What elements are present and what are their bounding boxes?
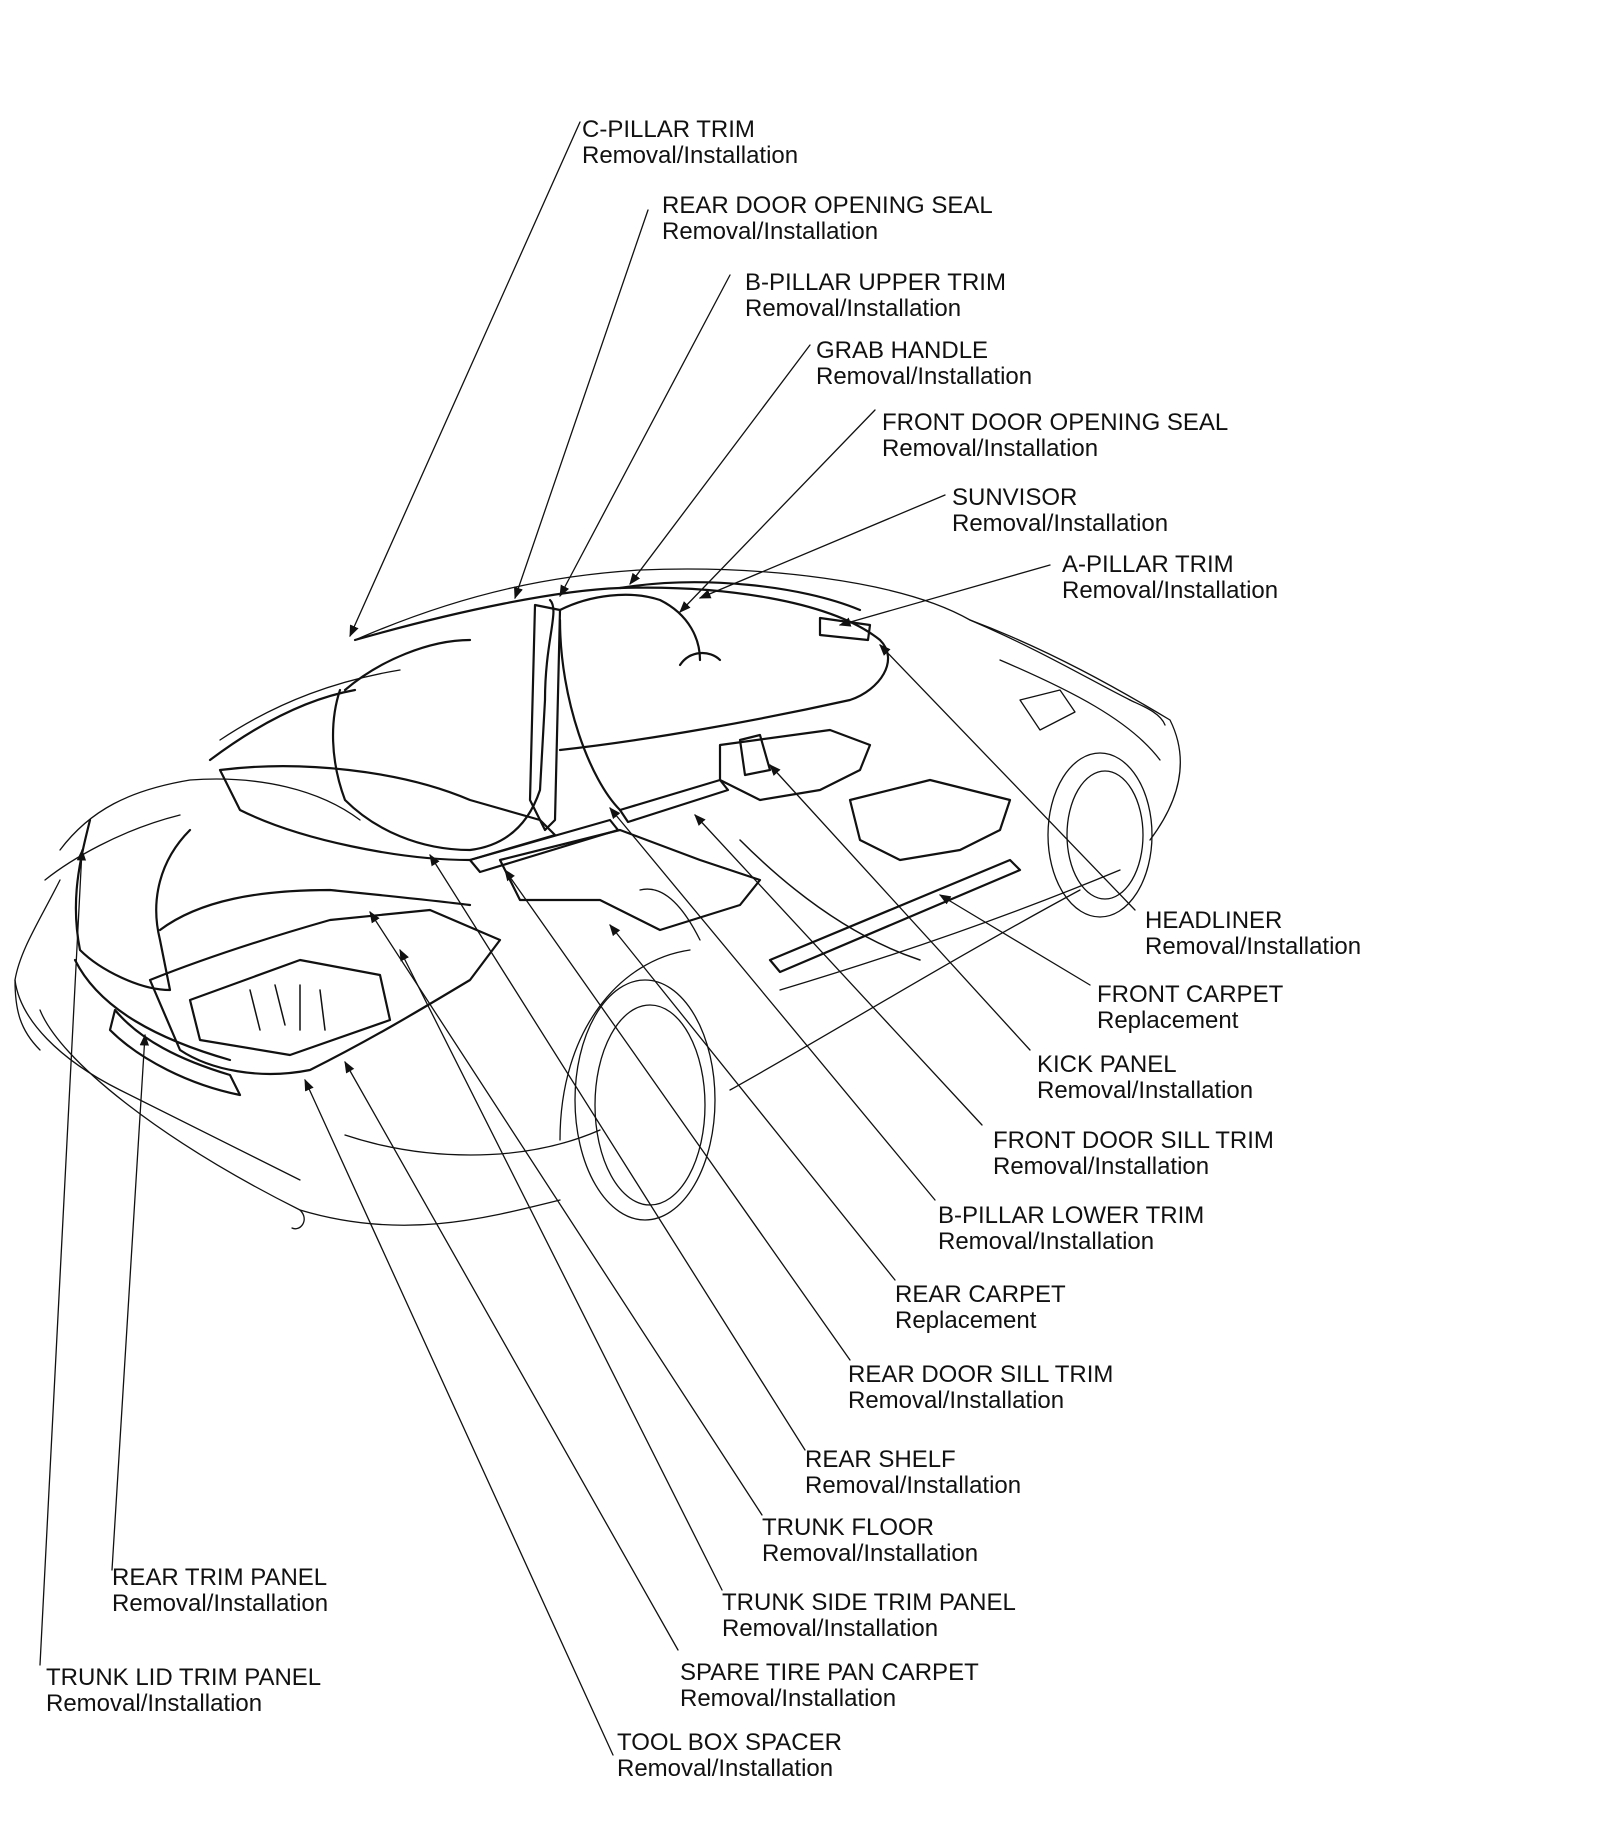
leader-front-door-opening-seal xyxy=(679,409,876,613)
callout-front-carpet: FRONT CARPET Replacement xyxy=(1097,982,1283,1034)
callout-title: FRONT DOOR OPENING SEAL xyxy=(882,409,1229,436)
leader-spare-tire-pan-carpet xyxy=(344,1060,679,1651)
callout-front-door-sill-trim: FRONT DOOR SILL TRIM Removal/Installatio… xyxy=(993,1128,1274,1180)
leader-kick-panel xyxy=(769,764,1031,1051)
leader-sunvisor xyxy=(698,494,946,599)
callout-title: TOOL BOX SPACER xyxy=(617,1729,842,1756)
callout-title: TRUNK LID TRIM PANEL xyxy=(46,1664,322,1691)
leader-rear-door-sill-trim xyxy=(504,869,851,1361)
callout-title: A-PILLAR TRIM xyxy=(1062,551,1234,578)
car-body xyxy=(14,568,1182,1230)
callout-b-pillar-lower-trim: B-PILLAR LOWER TRIM Removal/Installation xyxy=(938,1203,1204,1255)
callout-action: Removal/Installation xyxy=(1145,933,1362,960)
callout-title: B-PILLAR UPPER TRIM xyxy=(745,269,1006,296)
callout-action: Removal/Installation xyxy=(993,1153,1210,1180)
callout-title: FRONT CARPET xyxy=(1097,981,1284,1008)
callout-action: Replacement xyxy=(895,1307,1037,1334)
callout-kick-panel: KICK PANEL Removal/Installation xyxy=(1037,1052,1253,1104)
callout-action: Removal/Installation xyxy=(805,1472,1022,1499)
callout-rear-shelf: REAR SHELF Removal/Installation xyxy=(805,1447,1021,1499)
trim-parts xyxy=(73,581,1022,1097)
leader-rear-door-opening-seal xyxy=(513,209,649,600)
callout-title: REAR SHELF xyxy=(805,1446,956,1473)
leader-front-door-sill-trim xyxy=(694,814,983,1126)
callout-rear-door-sill-trim: REAR DOOR SILL TRIM Removal/Installation xyxy=(848,1362,1113,1414)
callout-title: REAR TRIM PANEL xyxy=(112,1564,328,1591)
callout-title: REAR DOOR OPENING SEAL xyxy=(662,192,993,219)
callout-action: Removal/Installation xyxy=(848,1387,1065,1414)
callout-action: Removal/Installation xyxy=(662,218,879,245)
leader-rear-trim-panel xyxy=(111,1033,150,1571)
callout-action: Removal/Installation xyxy=(762,1540,979,1567)
callout-rear-carpet: REAR CARPET Replacement xyxy=(895,1282,1066,1334)
leader-b-pillar-upper-trim xyxy=(559,274,731,598)
callout-rear-door-opening-seal: REAR DOOR OPENING SEAL Removal/Installat… xyxy=(662,193,993,245)
callout-title: FRONT DOOR SILL TRIM xyxy=(993,1127,1274,1154)
callout-action: Removal/Installation xyxy=(582,142,799,169)
callout-action: Removal/Installation xyxy=(938,1228,1155,1255)
leader-trunk-floor xyxy=(369,911,763,1516)
callout-title: HEADLINER xyxy=(1145,907,1283,934)
leader-c-pillar-trim xyxy=(349,121,581,638)
callout-title: B-PILLAR LOWER TRIM xyxy=(938,1202,1205,1229)
callout-action: Replacement xyxy=(1097,1007,1239,1034)
callout-a-pillar-trim: A-PILLAR TRIM Removal/Installation xyxy=(1062,552,1278,604)
leader-grab-handle xyxy=(629,344,811,585)
leader-front-carpet xyxy=(938,894,1091,986)
callout-action: Removal/Installation xyxy=(952,510,1169,537)
callout-title: C-PILLAR TRIM xyxy=(582,116,755,143)
callout-title: REAR DOOR SILL TRIM xyxy=(848,1361,1114,1388)
callout-action: Removal/Installation xyxy=(680,1685,897,1712)
leader-b-pillar-lower-trim xyxy=(609,807,936,1201)
callout-action: Removal/Installation xyxy=(46,1690,263,1717)
callout-trunk-floor: TRUNK FLOOR Removal/Installation xyxy=(762,1515,978,1567)
callout-action: Removal/Installation xyxy=(745,295,962,322)
callout-action: Removal/Installation xyxy=(112,1590,329,1617)
callout-tool-box-spacer: TOOL BOX SPACER Removal/Installation xyxy=(617,1730,842,1782)
callout-trunk-lid-trim-panel: TRUNK LID TRIM PANEL Removal/Installatio… xyxy=(46,1665,321,1717)
leader-trunk-lid-trim-panel xyxy=(39,848,87,1666)
callout-spare-tire-pan-carpet: SPARE TIRE PAN CARPET Removal/Installati… xyxy=(680,1660,979,1712)
leader-tool-box-spacer xyxy=(304,1078,614,1756)
callout-title: SUNVISOR xyxy=(952,484,1078,511)
callout-headliner: HEADLINER Removal/Installation xyxy=(1145,908,1361,960)
callout-b-pillar-upper-trim: B-PILLAR UPPER TRIM Removal/Installation xyxy=(745,270,1006,322)
leader-rear-shelf xyxy=(429,854,806,1451)
callout-grab-handle: GRAB HANDLE Removal/Installation xyxy=(816,338,1032,390)
callout-trunk-side-trim-panel: TRUNK SIDE TRIM PANEL Removal/Installati… xyxy=(722,1590,1016,1642)
callout-c-pillar-trim: C-PILLAR TRIM Removal/Installation xyxy=(582,117,798,169)
callout-title: TRUNK SIDE TRIM PANEL xyxy=(722,1589,1016,1616)
callout-front-door-opening-seal: FRONT DOOR OPENING SEAL Removal/Installa… xyxy=(882,410,1228,462)
callout-title: SPARE TIRE PAN CARPET xyxy=(680,1659,979,1686)
callout-action: Removal/Installation xyxy=(882,435,1099,462)
callout-title: REAR CARPET xyxy=(895,1281,1066,1308)
callout-action: Removal/Installation xyxy=(617,1755,834,1782)
leader-rear-carpet xyxy=(609,924,896,1281)
callout-rear-trim-panel: REAR TRIM PANEL Removal/Installation xyxy=(112,1565,328,1617)
callout-title: GRAB HANDLE xyxy=(816,337,989,364)
leader-headliner xyxy=(879,644,1136,911)
leader-trunk-side-trim-panel xyxy=(399,948,723,1591)
callout-action: Removal/Installation xyxy=(1037,1077,1254,1104)
callout-title: KICK PANEL xyxy=(1037,1051,1177,1078)
callout-action: Removal/Installation xyxy=(1062,577,1279,604)
callout-title: TRUNK FLOOR xyxy=(762,1514,935,1541)
leader-lines xyxy=(39,121,1136,1756)
callout-sunvisor: SUNVISOR Removal/Installation xyxy=(952,485,1168,537)
callout-action: Removal/Installation xyxy=(722,1615,939,1642)
callout-action: Removal/Installation xyxy=(816,363,1033,390)
leader-a-pillar-trim xyxy=(838,564,1051,627)
